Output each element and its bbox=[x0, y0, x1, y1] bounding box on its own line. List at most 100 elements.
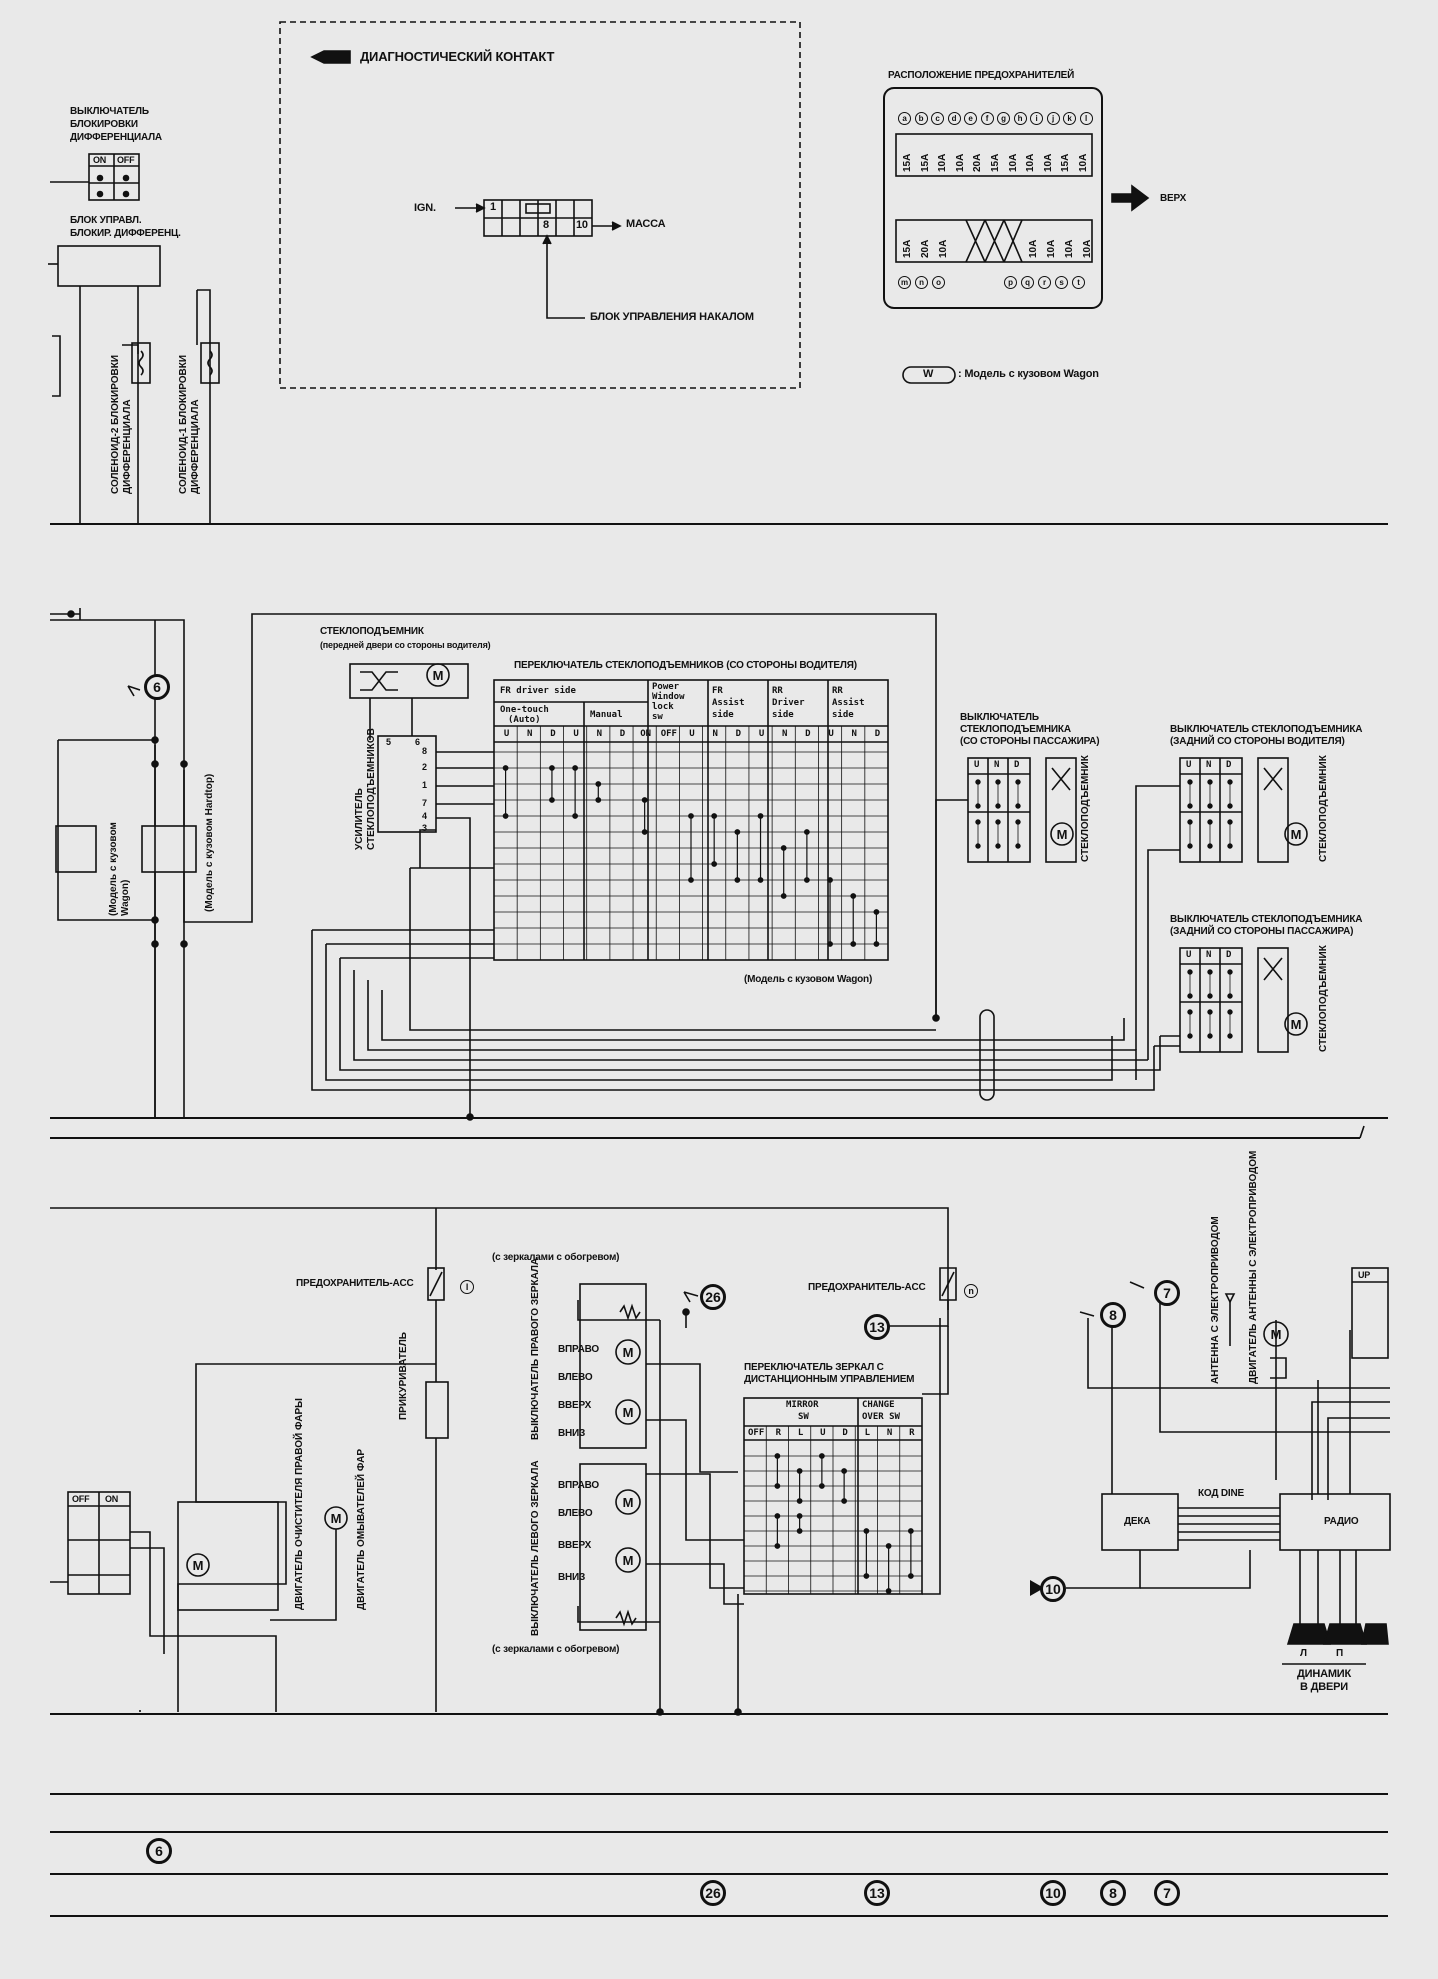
rear-drv-switch-box bbox=[1179, 757, 1243, 863]
diff-control-label-2: БЛОКИР. ДИФФЕРЕНЦ. bbox=[70, 228, 181, 239]
window-contact-dot bbox=[873, 909, 880, 915]
window-sub-header: D bbox=[874, 729, 881, 739]
wiper-label: ДВИГАТЕЛЬ ОЧИСТИТЕЛЯ ПРАВОЙ ФАРЫ bbox=[294, 1398, 305, 1610]
und-label: U bbox=[1186, 950, 1192, 960]
mirror-sub-header: L bbox=[864, 1428, 871, 1438]
fuse-top-id: a bbox=[898, 112, 911, 125]
diff-switch-label-3: ДИФФЕРЕНЦИАЛА bbox=[70, 132, 162, 143]
small-switch-dot bbox=[975, 803, 981, 809]
motor-icon: M bbox=[1271, 1327, 1282, 1342]
window-sub-header: N bbox=[851, 729, 857, 739]
small-switch-dot bbox=[975, 819, 981, 825]
heated-top-label: (с зеркалами с обогревом) bbox=[492, 1252, 620, 1263]
mirror-contact-dot bbox=[885, 1588, 892, 1594]
small-switch-dot bbox=[1187, 843, 1193, 849]
und-label: U bbox=[974, 760, 980, 770]
diag-pin8: 8 bbox=[543, 219, 549, 231]
mirror-contact-dot bbox=[885, 1543, 892, 1549]
rear-pass-label-1: ВЫКЛЮЧАТЕЛЬ СТЕКЛОПОДЪЕМНИКА bbox=[1170, 914, 1363, 925]
fuse-top-id: i bbox=[1030, 112, 1043, 125]
diag-massa: МАССА bbox=[626, 218, 666, 230]
fuse-bottom-id: o bbox=[932, 276, 945, 289]
dir-up-2: ВВЕРХ bbox=[558, 1540, 592, 1551]
amp-pin-3: 3 bbox=[422, 823, 427, 833]
mirror-contact-dot bbox=[774, 1543, 781, 1549]
fuse-up-label: ВЕРХ bbox=[1160, 193, 1187, 204]
antenna-switch-box bbox=[1351, 1267, 1389, 1359]
small-switch-dot bbox=[1207, 1009, 1213, 1015]
amp-pin-4: 4 bbox=[422, 811, 427, 821]
mirror-contact-dot bbox=[907, 1528, 914, 1534]
amp-pin-1: 1 bbox=[422, 780, 427, 790]
small-switch-dot bbox=[1207, 843, 1213, 849]
up-arrow-icon bbox=[1111, 184, 1150, 212]
motor-icon: M bbox=[433, 668, 444, 683]
und-label: D bbox=[1226, 760, 1232, 770]
mirror-sub-header: N bbox=[886, 1428, 893, 1438]
regulator-title: СТЕКЛОПОДЪЕМНИК bbox=[320, 626, 424, 637]
dir-left-2: ВЛЕВО bbox=[558, 1508, 593, 1519]
col-pwl-1: Power bbox=[652, 682, 680, 692]
mirror-sub-header: L bbox=[797, 1428, 804, 1438]
pass-switch-label-2: СТЕКЛОПОДЪЕМНИКА bbox=[960, 724, 1071, 735]
motor-icon: M bbox=[1291, 1017, 1302, 1032]
window-contact-dot bbox=[502, 813, 509, 819]
motor-icon: M bbox=[1291, 827, 1302, 842]
badge-13-mid: 13 bbox=[864, 1314, 890, 1340]
und-label: D bbox=[1014, 760, 1020, 770]
fuse-bottom-id: n bbox=[915, 276, 928, 289]
badge-6-bottom: 6 bbox=[146, 1838, 172, 1864]
small-switch-dot bbox=[1207, 969, 1213, 975]
mirror-contact-dot bbox=[796, 1498, 803, 1504]
small-switch-dot bbox=[1227, 779, 1233, 785]
fuse-bottom-value: 10A bbox=[1082, 239, 1093, 258]
rear-pass-regulator-label: СТЕКЛОПОДЪЕМНИК bbox=[1318, 945, 1329, 1052]
deck-label: ДЕКА bbox=[1124, 1516, 1151, 1527]
small-switch-dot bbox=[1227, 969, 1233, 975]
diag-block: БЛОК УПРАВЛЕНИЯ НАКАЛОМ bbox=[590, 311, 754, 323]
window-contact-dot bbox=[803, 877, 810, 883]
window-contact-dot bbox=[827, 941, 833, 947]
fuse-top-id: c bbox=[931, 112, 944, 125]
window-contact-dot bbox=[502, 765, 509, 771]
fuse-bottom-id: r bbox=[1038, 276, 1051, 289]
small-switch-dot bbox=[1227, 1009, 1233, 1015]
motor-icon: M bbox=[623, 1345, 634, 1360]
fuse-bottom-id: p bbox=[1004, 276, 1017, 289]
speaker-3-icon bbox=[1361, 1623, 1389, 1645]
window-contact-dot bbox=[549, 797, 555, 803]
window-sub-header: U bbox=[689, 729, 695, 739]
window-harness bbox=[311, 867, 1161, 1091]
fuse-top-value: 15A bbox=[902, 153, 913, 172]
fuse-top-id: f bbox=[980, 112, 994, 125]
small-switch-dot bbox=[1227, 803, 1233, 809]
window-contact-dot bbox=[757, 813, 764, 819]
mirror-sub-header: R bbox=[909, 1428, 915, 1438]
window-switch-contacts bbox=[502, 765, 880, 947]
diff-switch-label-2: БЛОКИРОВКИ bbox=[70, 119, 138, 130]
mirror-sub-header: OFF bbox=[747, 1428, 765, 1438]
small-switch-dot bbox=[1207, 779, 1213, 785]
mirror-contact-dot bbox=[774, 1453, 781, 1459]
hardtop-relay-box bbox=[141, 825, 197, 873]
fuse-top-value: 10A bbox=[1042, 153, 1054, 172]
window-sub-header: D bbox=[550, 729, 556, 739]
fuse-bottom-value: 10A bbox=[1028, 239, 1039, 258]
radio-box bbox=[1279, 1493, 1391, 1551]
fuse-bottom-value: 10A bbox=[1046, 239, 1057, 258]
pass-switch-label-3: (СО СТОРОНЫ ПАССАЖИРА) bbox=[960, 736, 1100, 747]
window-sub-header: N bbox=[596, 729, 602, 739]
radio-label: РАДИО bbox=[1324, 1516, 1359, 1527]
badge-26-bottom: 26 bbox=[700, 1880, 726, 1906]
wagon-model-note: (Модель с кузовом Wagon) bbox=[744, 974, 873, 985]
badge-6-top: 6 bbox=[144, 674, 170, 700]
amp-pin-8: 8 bbox=[422, 746, 427, 756]
fuse-top-value: 10A bbox=[1007, 153, 1019, 172]
mirror-sub-header: D bbox=[842, 1428, 848, 1438]
col-rra-3: side bbox=[832, 710, 854, 720]
amp-pin-5: 5 bbox=[386, 737, 391, 747]
